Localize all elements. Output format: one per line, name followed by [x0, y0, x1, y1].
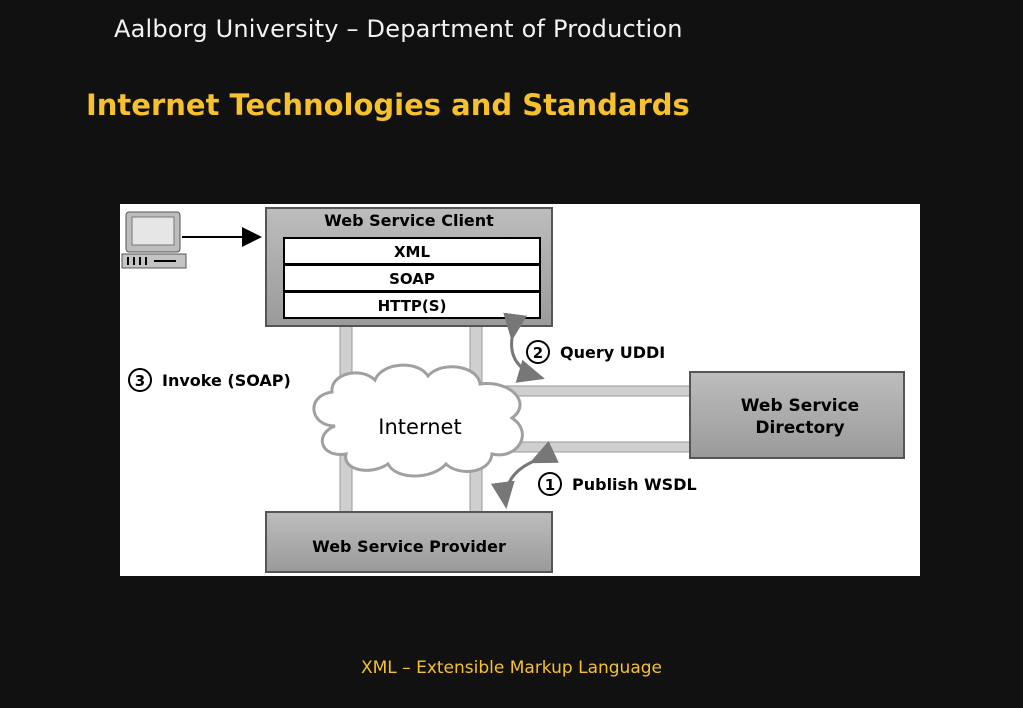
web-service-directory: Web Service Directory	[689, 371, 905, 459]
step-invoke: 3 Invoke (SOAP)	[128, 368, 291, 392]
step-1-number: 1	[545, 476, 555, 494]
slide-header: Aalborg University – Department of Produ…	[114, 15, 683, 43]
directory-line1: Web Service	[741, 396, 859, 416]
step-2-number: 2	[533, 344, 543, 362]
layer-http: HTTP(S)	[378, 297, 447, 315]
internet-label: Internet	[378, 415, 461, 439]
client-title: Web Service Client	[324, 211, 494, 230]
query-arrow	[503, 312, 545, 383]
step-2-label: Query UDDI	[560, 343, 665, 362]
step-3-label: Invoke (SOAP)	[162, 371, 291, 390]
publish-arrow	[490, 440, 559, 509]
step-1-label: Publish WSDL	[572, 475, 697, 494]
computer-icon	[121, 211, 187, 269]
slide-footer: XML – Extensible Markup Language	[360, 658, 662, 678]
web-services-diagram: Web Service Client XML SOAP HTTP(S) Inte…	[120, 204, 920, 576]
step-query: 2 Query UDDI	[526, 340, 665, 364]
step-publish: 1 Publish WSDL	[538, 472, 697, 496]
web-service-provider: Web Service Provider	[265, 511, 553, 573]
layer-xml: XML	[394, 243, 430, 261]
internet-cloud: Internet	[312, 363, 524, 478]
layer-soap: SOAP	[389, 270, 435, 288]
slide-title: Internet Technologies and Standards	[86, 88, 690, 122]
directory-line2: Directory	[755, 418, 844, 438]
web-service-client: Web Service Client XML SOAP HTTP(S)	[265, 207, 553, 327]
step-3-number: 3	[135, 372, 145, 390]
provider-label: Web Service Provider	[312, 537, 506, 556]
